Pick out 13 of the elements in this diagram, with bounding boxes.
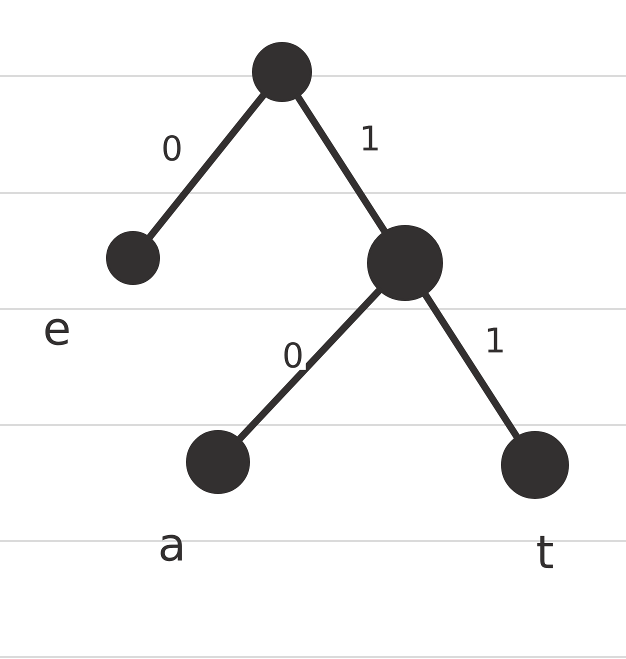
leaf-letter: a	[160, 534, 182, 562]
leaf-letter: t	[537, 536, 553, 568]
tree-edge	[422, 291, 520, 440]
tree-node-dot	[252, 42, 312, 102]
edge-label: 0	[280, 340, 306, 370]
tree-edge	[294, 94, 388, 235]
tree-edge	[146, 92, 267, 240]
edge-label: 1	[357, 124, 383, 152]
leaf-letter: e	[45, 318, 69, 346]
edge-label: 0	[159, 133, 185, 163]
tree-node-dot	[367, 225, 443, 301]
tree-edge	[236, 287, 382, 442]
edge-label: 1	[482, 326, 508, 354]
